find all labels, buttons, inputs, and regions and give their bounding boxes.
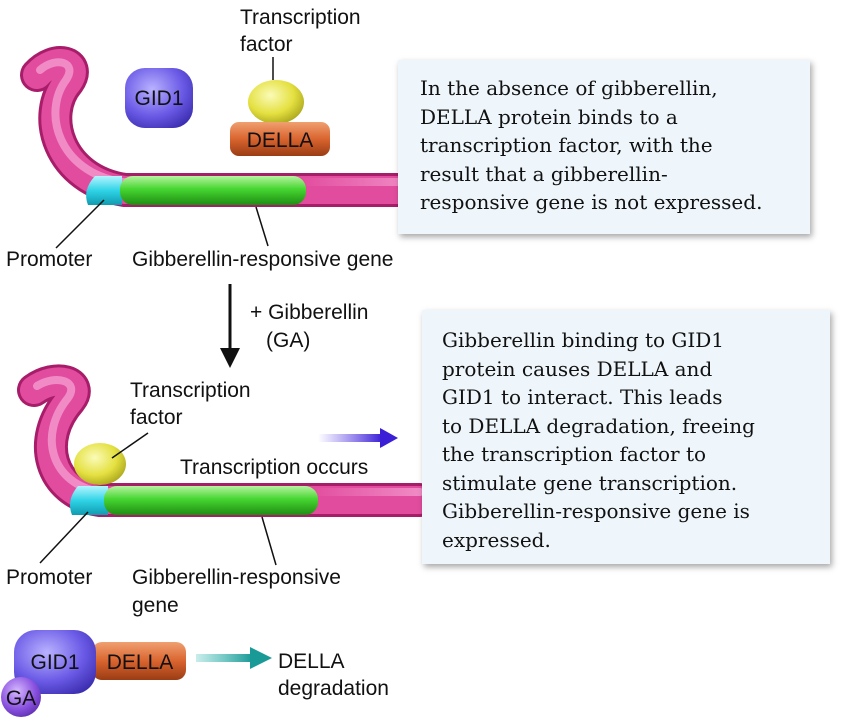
promoter-leader-bottom	[39, 511, 89, 564]
callout-bottom-line: Gibberellin-responsive gene is	[442, 499, 750, 523]
transcription-arrow-head	[380, 428, 398, 448]
gene-segment-top	[120, 176, 306, 205]
tf-label-bottom-line2: factor	[130, 406, 183, 429]
della-protein-top: DELLA	[230, 122, 330, 156]
degradation-arrow-shaft	[196, 654, 252, 662]
gibberellin-label-line2: (GA)	[266, 329, 310, 352]
transcription-factor-bottom	[74, 443, 126, 485]
callout-top: In the absence of gibberellin, DELLA pro…	[398, 60, 810, 234]
gene-leader-top	[255, 206, 269, 247]
transcription-factor-top	[248, 80, 304, 124]
gene-label-bottom-line2: gene	[132, 594, 179, 617]
ga-molecule: GA	[1, 677, 41, 717]
gid1-protein-top: GID1	[125, 68, 193, 128]
della-protein-complex: DELLA	[92, 642, 186, 680]
gene-segment-bottom	[104, 486, 318, 515]
gene-label-top: Gibberellin-responsive gene	[132, 248, 394, 271]
callout-top-line: DELLA protein binds to a	[420, 104, 678, 129]
callout-bottom: Gibberellin binding to GID1 protein caus…	[422, 310, 830, 564]
gibberellin-arrow	[220, 284, 240, 368]
promoter-segment-top	[86, 176, 122, 205]
della-label-top: DELLA	[247, 129, 314, 152]
callout-bottom-line: to DELLA degradation, freeing	[442, 413, 755, 438]
callout-bottom-line: GID1 to interact. This leads	[442, 385, 723, 409]
promoter-label-top: Promoter	[6, 248, 92, 271]
transcription-occurs-label: Transcription occurs	[180, 456, 368, 479]
gid1-label-top: GID1	[134, 87, 183, 110]
della-label-complex: DELLA	[107, 651, 174, 674]
callout-top-line: transcription factor, with the	[420, 133, 713, 157]
tf-label-top-line1: Transcription	[240, 6, 361, 29]
callout-bottom-line: the transcription factor to	[442, 442, 707, 466]
callout-bottom-line: stimulate gene transcription.	[442, 470, 738, 495]
promoter-segment-bottom	[70, 486, 108, 515]
tf-label-top-line2: factor	[240, 33, 293, 56]
degradation-arrow-head	[250, 647, 272, 669]
tf-leader-bottom	[111, 432, 149, 459]
ga-label: GA	[6, 687, 36, 710]
gid1-protein-complex: GID1	[14, 630, 96, 694]
callout-top-line: In the absence of gibberellin,	[420, 76, 718, 100]
callout-bottom-line: expressed.	[442, 527, 551, 552]
gibberellin-label-line1: + Gibberellin	[250, 301, 368, 324]
transcription-arrow-shaft	[318, 434, 382, 442]
tf-label-bottom-line1: Transcription	[130, 379, 251, 402]
dna-strand-top	[20, 46, 417, 207]
callout-bottom-line: Gibberellin binding to GID1	[442, 328, 725, 352]
callout-top-line: responsive gene is not expressed.	[420, 190, 763, 214]
degradation-label-line1: DELLA	[278, 650, 345, 673]
gid1-label-complex: GID1	[30, 651, 79, 674]
callout-top-line: result that a gibberellin-	[420, 161, 668, 186]
callout-bottom-line: protein causes DELLA and	[442, 356, 713, 381]
promoter-label-bottom: Promoter	[6, 566, 92, 589]
gene-label-bottom-line1: Gibberellin-responsive	[132, 566, 341, 589]
promoter-leader-top	[55, 199, 105, 249]
degradation-label-line2: degradation	[278, 677, 389, 700]
gene-leader-bottom	[261, 516, 277, 566]
